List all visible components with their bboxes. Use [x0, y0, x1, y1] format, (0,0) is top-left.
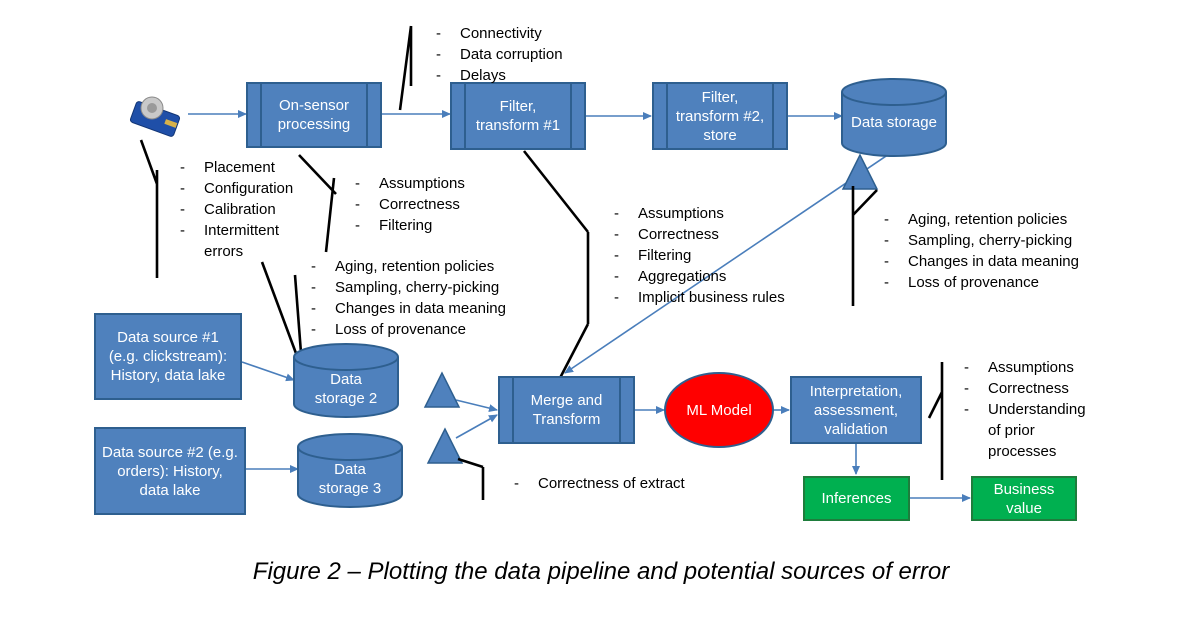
storage-policy-notes: Aging, retention policies Sampling, cher… [884, 209, 1079, 293]
triangle-extract-icon [426, 427, 464, 464]
filter-transform-1-node: Filter, transform #1 [450, 82, 586, 150]
list-item: Assumptions [964, 357, 1086, 378]
filter-transform-2-node: Filter, transform #2, store [652, 82, 788, 150]
list-item: processes [988, 443, 1057, 460]
data-storage-3-label: Data storage 3 [318, 461, 382, 497]
arrow-storage2-to-merge [455, 399, 498, 412]
callout-storage2 [260, 261, 303, 357]
list-item: of prior [988, 422, 1035, 439]
arrow-storage3-to-merge [455, 414, 498, 439]
list-item: Correctness [355, 194, 465, 215]
sensor-error-notes: Placement Configuration Calibration Inte… [180, 157, 293, 241]
data-storage-cylinder [841, 78, 947, 157]
extract-error-notes: Correctness of extract [514, 473, 685, 494]
list-item: Placement [180, 157, 293, 178]
callout-onsensor [298, 154, 337, 253]
data-storage-label: Data storage [851, 113, 937, 131]
data-storage-3-cylinder [297, 433, 403, 508]
list-item: Assumptions [614, 203, 785, 224]
callout-sensor [139, 139, 159, 278]
list-item: Intermittent [180, 220, 293, 241]
sensor-module-icon [129, 96, 181, 137]
list-item: Changes in data meaning [311, 298, 506, 319]
on-sensor-error-notes: Assumptions Correctness Filtering [355, 173, 465, 236]
list-item: Assumptions [355, 173, 465, 194]
interpretation-note-continuation: of prior processes [988, 420, 1056, 462]
list-item: Aggregations [614, 266, 785, 287]
data-storage-2-label: Data storage 2 [314, 371, 378, 407]
filter-transform-2-label: Filter, transform #2, store [675, 88, 765, 144]
list-item: Sampling, cherry-picking [884, 230, 1079, 251]
callout-storage [851, 186, 878, 306]
filter1-error-notes: Assumptions Correctness Filtering Aggreg… [614, 203, 785, 308]
list-item: Understanding [964, 399, 1086, 420]
list-item: Correctness [614, 224, 785, 245]
filter-transform-1-label: Filter, transform #1 [475, 98, 561, 134]
list-item: Loss of provenance [884, 272, 1079, 293]
callout-filter1 [522, 150, 590, 379]
list-item: Filtering [614, 245, 785, 266]
interpretation-label: Interpretation, assessment, validation [809, 382, 903, 438]
interpretation-node: Interpretation, assessment, validation [790, 376, 922, 444]
list-item: Correctness [964, 378, 1086, 399]
ml-model-label: ML Model [686, 401, 752, 419]
data-source-1-label: Data source #1 (e.g. clickstream): Histo… [108, 329, 228, 384]
triangle-extract-icon [841, 153, 879, 190]
merge-transform-node: Merge and Transform [498, 376, 635, 444]
list-item: Filtering [355, 215, 465, 236]
merge-transform-label: Merge and Transform [530, 392, 603, 428]
list-item: Sampling, cherry-picking [311, 277, 506, 298]
list-item: Changes in data meaning [884, 251, 1079, 272]
callout-interpret [927, 362, 944, 480]
arrow-source1-to-storage2 [241, 361, 295, 382]
callout-extract [457, 457, 485, 500]
storage2-policy-notes: Aging, retention policies Sampling, cher… [311, 256, 506, 340]
sensor-note-continuation: errors [204, 243, 244, 260]
business-value-node: Business value [971, 476, 1077, 521]
figure-caption: Figure 2 – Plotting the data pipeline an… [252, 558, 950, 585]
interpretation-error-notes: Assumptions Correctness Understanding [964, 357, 1086, 420]
triangle-extract-icon [423, 371, 461, 408]
on-sensor-processing-label: On-sensor processing [277, 97, 351, 133]
data-source-2-label: Data source #2 (e.g. orders): History, d… [102, 443, 238, 499]
list-item: Delays [436, 65, 563, 86]
inferences-label: Inferences [821, 490, 892, 507]
ml-model-node [664, 372, 774, 448]
list-item: Configuration [180, 178, 293, 199]
list-item: Loss of provenance [311, 319, 506, 340]
inferences-node: Inferences [803, 476, 910, 521]
list-item: Data corruption [436, 44, 563, 65]
list-item: Aging, retention policies [884, 209, 1079, 230]
network-error-notes: Connectivity Data corruption Delays [436, 23, 563, 86]
on-sensor-processing-node: On-sensor processing [246, 82, 382, 148]
list-item: Aging, retention policies [311, 256, 506, 277]
business-value-label: Business value [993, 480, 1055, 517]
data-source-1-node: Data source #1 (e.g. clickstream): Histo… [94, 313, 242, 400]
data-source-2-node: Data source #2 (e.g. orders): History, d… [94, 427, 246, 515]
callout-network [398, 25, 413, 111]
list-item: Correctness of extract [514, 473, 685, 494]
list-item: Calibration [180, 199, 293, 220]
data-storage-2-cylinder [293, 343, 399, 418]
list-item: Implicit business rules [614, 287, 785, 308]
list-item: Connectivity [436, 23, 563, 44]
